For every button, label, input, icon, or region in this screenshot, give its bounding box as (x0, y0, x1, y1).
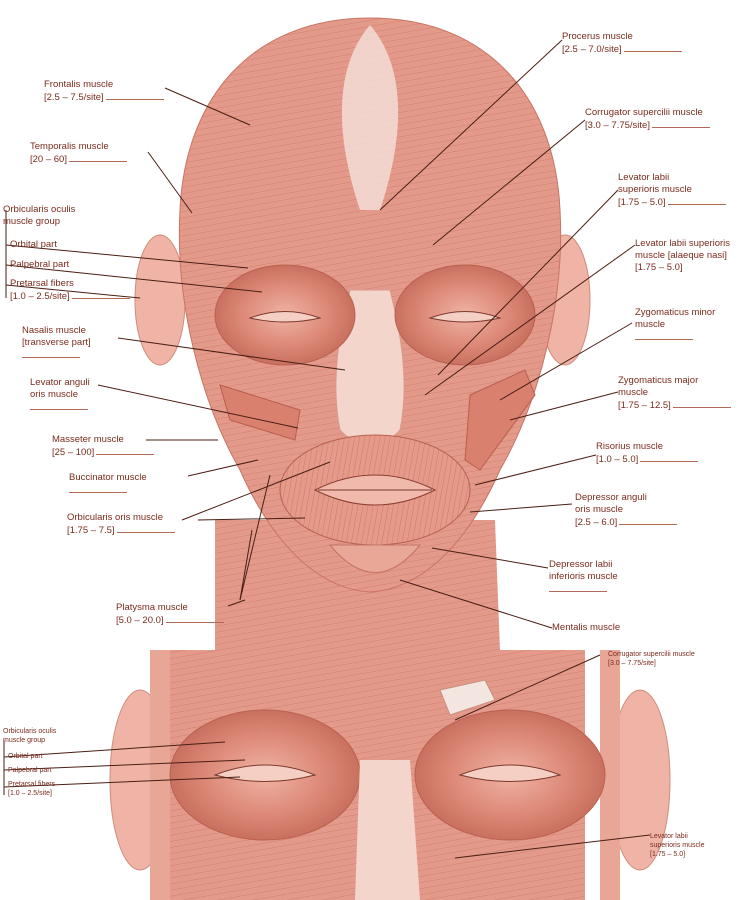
leader-lines (3, 39, 651, 859)
risorius-dose: [1.0 – 5.0] (596, 453, 699, 466)
closeup-levator-labii-name: Levator labii (650, 833, 688, 840)
left-ear (134, 234, 186, 366)
label-pretarsal-fibers: Pretarsal fibers [1.0 – 2.5/site] (10, 278, 130, 303)
levator-labii-alaeque-name: Levator labii superioris (635, 238, 731, 249)
palpebral-part-name: Palpebral part (10, 259, 70, 270)
closeup-corrugator-name: Corrugator supercilii muscle (608, 651, 695, 658)
depressor-anguli-name: Depressor anguli (575, 492, 647, 503)
closeup-pretarsal-name: Pretarsal fibers (8, 781, 56, 788)
nasalis-name: Nasalis muscle (22, 325, 86, 336)
label-levator-labii-alaeque-nasi: Levator labii superioris muscle [alaeque… (635, 238, 730, 274)
masseter-name: Masseter muscle (52, 434, 124, 445)
closeup-label-palpebral-part: Palpebral part (8, 766, 52, 775)
closeup-label-pretarsal: Pretarsal fibers [1.0 – 2.5/site] (8, 780, 55, 798)
galea-aponeurotica (341, 25, 399, 210)
left-eyelid (248, 311, 322, 323)
closeup-label-levator-labii: Levator labii superioris muscle [1.75 – … (650, 832, 704, 859)
right-eyelid (428, 311, 502, 323)
closeup-nose (355, 760, 420, 900)
orbicularis-group-name: Orbicularis oculis (3, 204, 76, 215)
label-levator-anguli-oris: Levator anguli oris muscle (30, 377, 90, 414)
label-procerus: Procerus muscle [2.5 – 7.0/site] (562, 31, 682, 56)
depressor-labii-name: Depressor labii (549, 559, 613, 570)
frontalis-name: Frontalis muscle (44, 79, 114, 90)
zygomaticus-major-name: Zygomaticus major (618, 375, 699, 386)
mentalis-name: Mentalis muscle (552, 622, 621, 633)
depressor-anguli-dose: [2.5 – 6.0] (575, 516, 678, 529)
temporalis-name: Temporalis muscle (30, 141, 109, 152)
levator-labii-dose: [1.75 – 5.0] (618, 196, 726, 209)
orbicularis-group-name2: muscle group (3, 216, 61, 227)
label-palpebral-part: Palpebral part (10, 259, 69, 271)
procerus-dose: [2.5 – 7.0/site] (562, 43, 682, 56)
levator-anguli-name2: oris muscle (30, 389, 79, 400)
corrugator-name: Corrugator supercilii muscle (585, 107, 703, 118)
zygomaticus-slips (464, 369, 536, 471)
levator-anguli-name: Levator anguli (30, 377, 90, 388)
label-temporalis: Temporalis muscle [20 – 60] (30, 141, 127, 166)
eye-region-closeup (109, 650, 671, 900)
levator-labii-alaeque-dose: [1.75 – 5.0] (635, 262, 683, 273)
zygomaticus-minor-name: Zygomaticus minor (635, 307, 716, 318)
label-buccinator: Buccinator muscle (69, 472, 147, 497)
risorius-name: Risorius muscle (596, 441, 664, 452)
nasalis-name2: [transverse part] (22, 337, 91, 348)
depressor-labii-name2: inferioris muscle (549, 571, 618, 582)
closeup-orbicularis-group-name: Orbicularis oculis (3, 728, 57, 735)
platysma-name: Platysma muscle (116, 602, 188, 613)
closeup-orbital-part-name: Orbital part (8, 753, 43, 760)
procerus-name: Procerus muscle (562, 31, 633, 42)
levator-labii-name2: superioris muscle (618, 184, 692, 195)
label-zygomaticus-minor: Zygomaticus minor muscle (635, 307, 715, 344)
depressor-anguli-name2: oris muscle (575, 504, 624, 515)
closeup-label-orbital-part: Orbital part (8, 752, 43, 761)
closeup-label-corrugator: Corrugator supercilii muscle [3.0 – 7.75… (608, 650, 695, 668)
buccinator-name: Buccinator muscle (69, 472, 147, 483)
platysma-dose: [5.0 – 20.0] (116, 614, 224, 627)
temporalis-dose: [20 – 60] (30, 153, 127, 166)
label-levator-labii: Levator labii superioris muscle [1.75 – … (618, 172, 726, 209)
label-depressor-labii-inferioris: Depressor labii inferioris muscle (549, 559, 618, 596)
left-cheek-slips (219, 384, 301, 441)
levator-labii-alaeque-name2: muscle [alaeque nasi] (635, 250, 727, 261)
closeup-levator-labii-name2: superioris muscle (650, 842, 705, 849)
front-face-view (134, 17, 591, 650)
frontalis-dose: [2.5 – 7.5/site] (44, 91, 164, 104)
label-corrugator: Corrugator supercilii muscle [3.0 – 7.75… (585, 107, 710, 132)
label-mentalis: Mentalis muscle (552, 622, 620, 634)
label-zygomaticus-major: Zygomaticus major muscle [1.75 – 12.5] (618, 375, 731, 412)
closeup-label-orbicularis-group: Orbicularis oculis muscle group (3, 727, 56, 745)
closeup-levator-labii-dose: [1.75 – 5.0] (650, 851, 686, 858)
label-nasalis: Nasalis muscle [transverse part] (22, 325, 91, 362)
zygomaticus-minor-name2: muscle (635, 319, 666, 330)
levator-labii-name: Levator labii (618, 172, 670, 183)
label-risorius: Risorius muscle [1.0 – 5.0] (596, 441, 699, 466)
masseter-dose: [25 – 100] (52, 446, 155, 459)
corrugator-dose: [3.0 – 7.75/site] (585, 119, 710, 132)
orbicularis-oris-name: Orbicularis oris muscle (67, 512, 164, 523)
closeup-orbicularis-group-name2: muscle group (3, 737, 46, 744)
label-depressor-anguli-oris: Depressor anguli oris muscle [2.5 – 6.0] (575, 492, 678, 529)
label-frontalis: Frontalis muscle [2.5 – 7.5/site] (44, 79, 164, 104)
orbicularis-oris-dose: [1.75 – 7.5] (67, 524, 175, 537)
label-masseter: Masseter muscle [25 – 100] (52, 434, 155, 459)
zygomaticus-major-dose: [1.75 – 12.5] (618, 399, 731, 412)
closeup-pretarsal-dose: [1.0 – 2.5/site] (8, 790, 52, 797)
orbital-part-name: Orbital part (10, 239, 57, 250)
pretarsal-dose: [1.0 – 2.5/site] (10, 290, 130, 303)
closeup-corrugator-dose: [3.0 – 7.75/site] (608, 660, 656, 667)
label-orbicularis-oculi-group: Orbicularis oculis muscle group (3, 204, 75, 228)
label-platysma: Platysma muscle [5.0 – 20.0] (116, 602, 224, 627)
label-orbital-part: Orbital part (10, 239, 57, 251)
closeup-palpebral-part-name: Palpebral part (8, 767, 52, 774)
mentalis-area (328, 544, 422, 573)
pretarsal-name: Pretarsal fibers (10, 278, 74, 289)
label-orbicularis-oris: Orbicularis oris muscle [1.75 – 7.5] (67, 512, 175, 537)
zygomaticus-major-name2: muscle (618, 387, 649, 398)
